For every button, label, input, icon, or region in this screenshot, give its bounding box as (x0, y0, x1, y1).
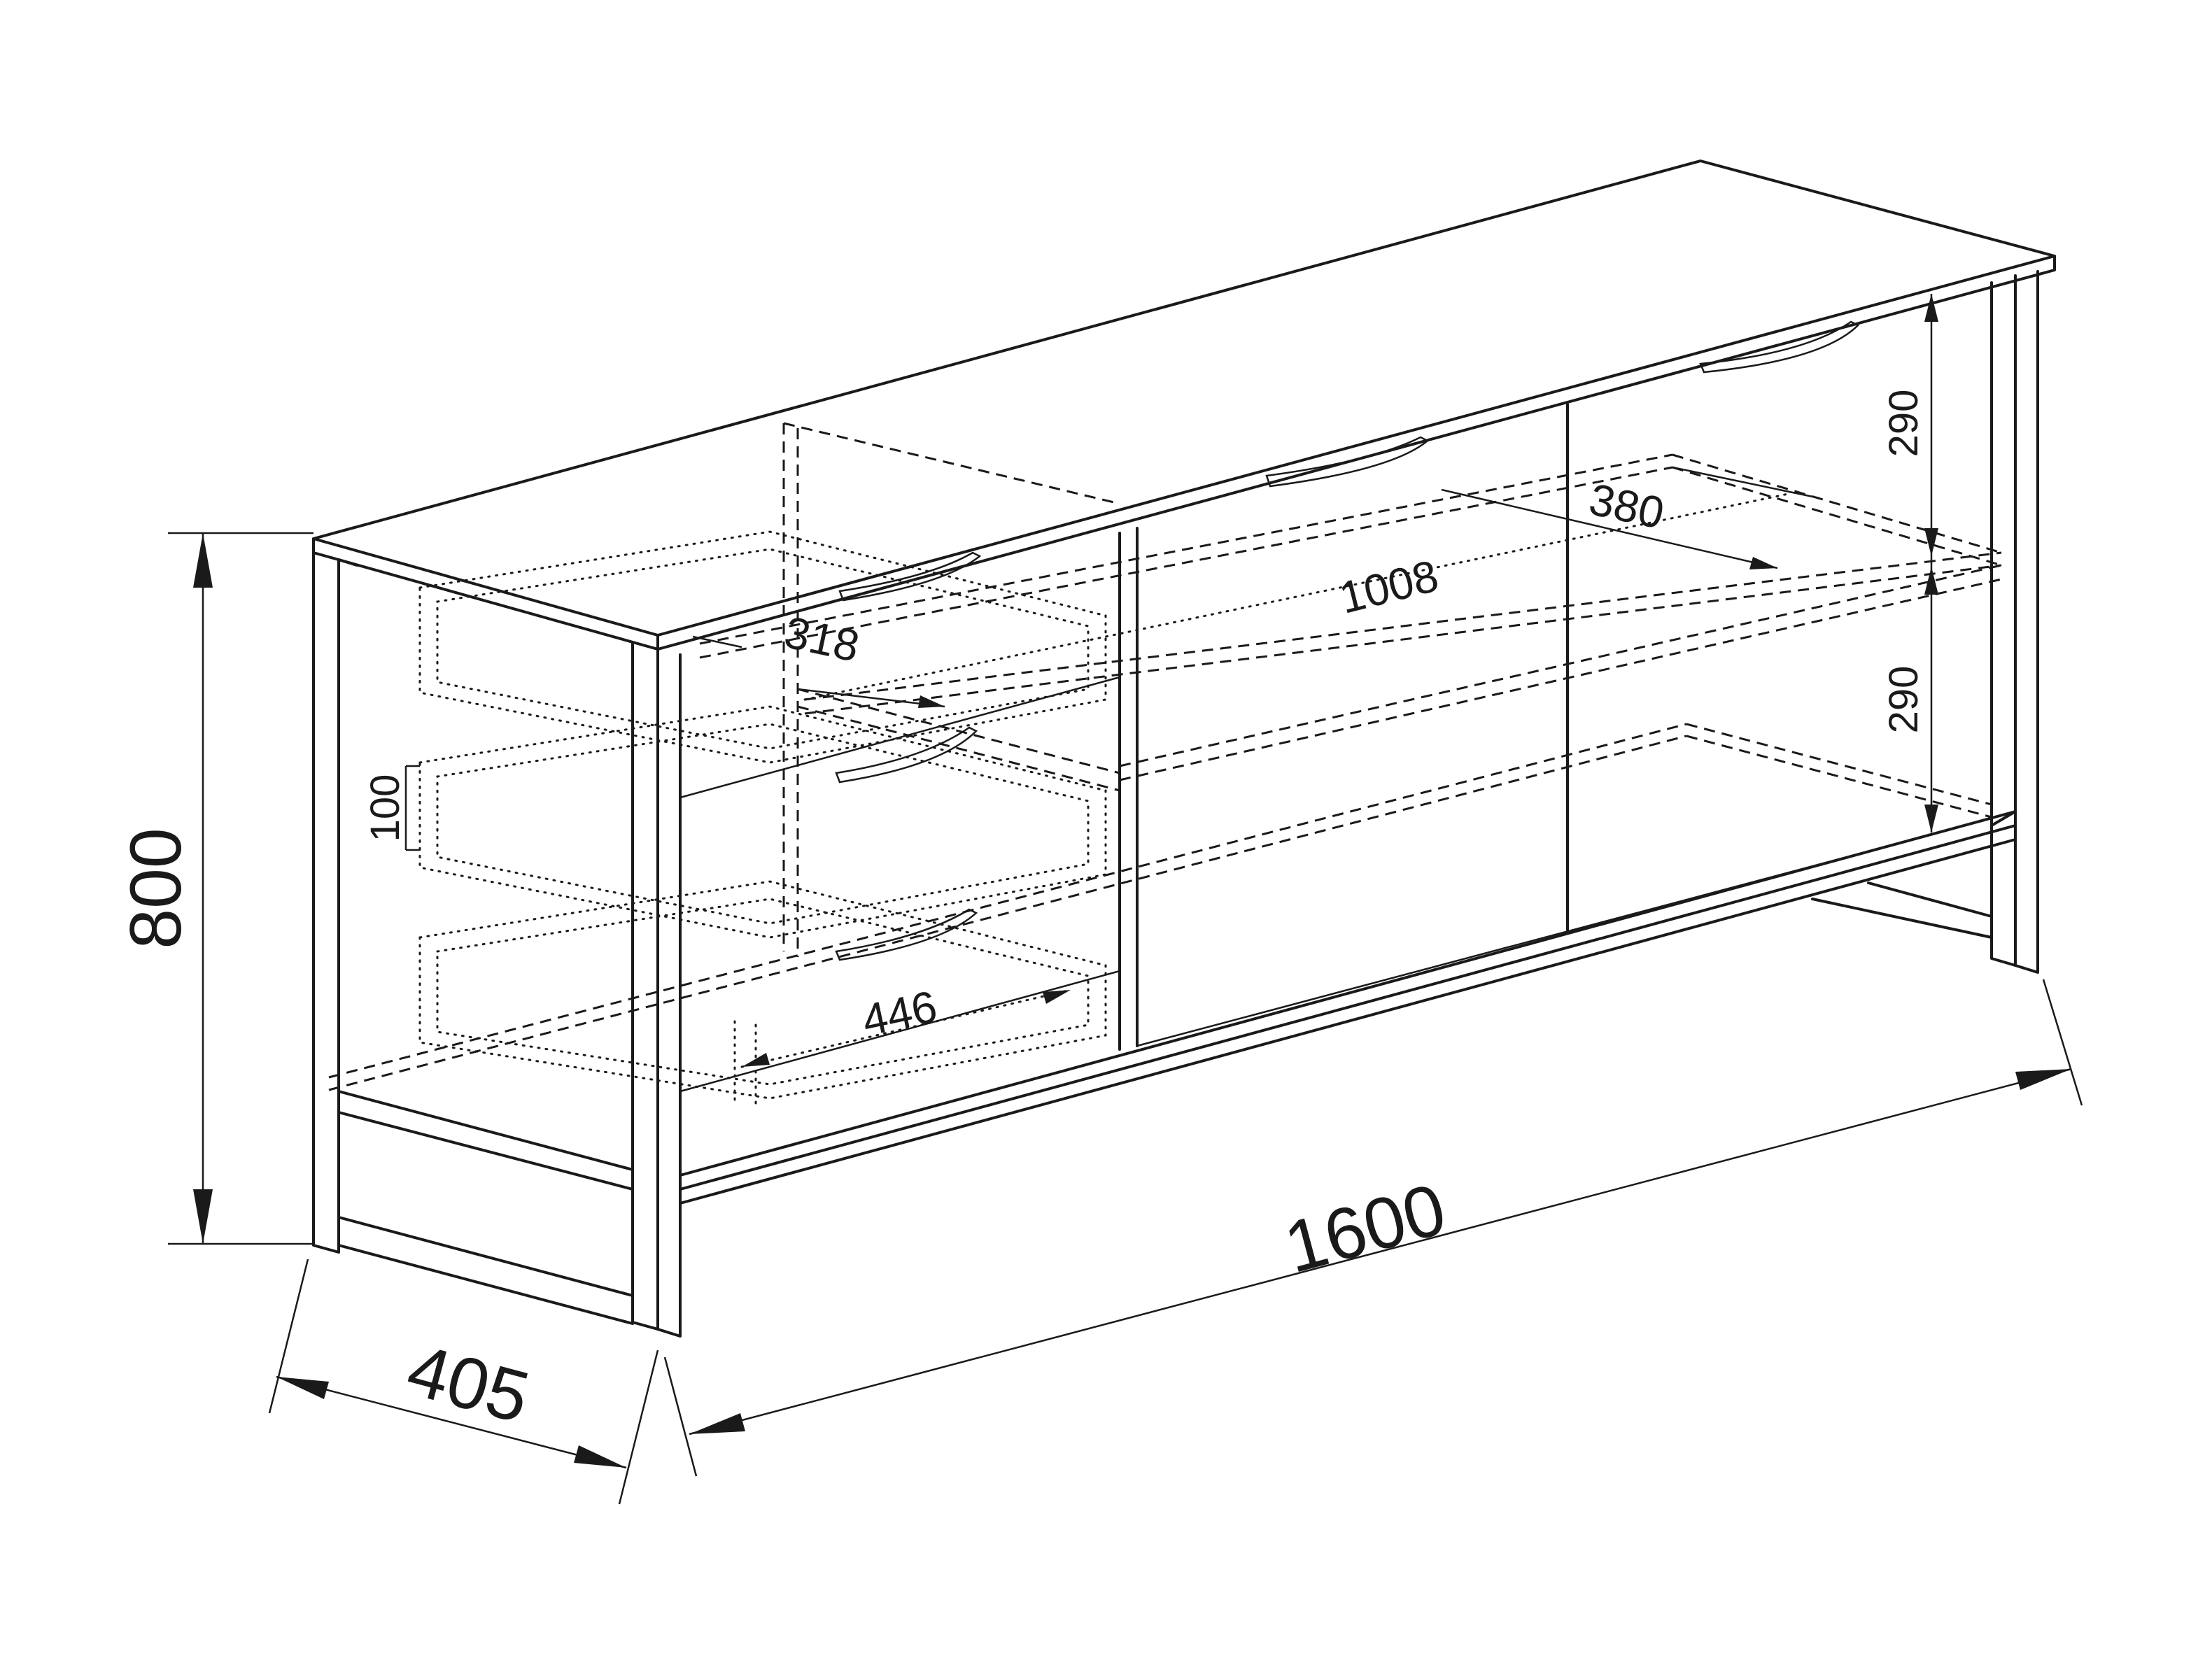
hidden-lines (328, 422, 2002, 1091)
right-frame (1811, 270, 2039, 974)
cabinet-body (312, 160, 2056, 1338)
dim-shelf-depth-label: 380 (1585, 474, 1668, 539)
dim-shelf-upper-label: 290 (1881, 390, 1926, 458)
front-panels (679, 403, 1992, 1191)
drawer-handle-top (838, 551, 982, 602)
dim-compartment-width-label: 1008 (1334, 551, 1444, 623)
left-frame (312, 551, 682, 1338)
dimension-lines (168, 294, 2083, 1505)
dim-depth-label: 405 (399, 1329, 537, 1439)
door-handle-right (1699, 320, 1860, 374)
dim-width-label: 1600 (1276, 1168, 1453, 1289)
dim-height-label: 800 (115, 828, 197, 949)
top-slab (312, 160, 2056, 637)
handles (835, 320, 1860, 961)
drawer-handle-middle (835, 726, 978, 784)
hidden-drawers (418, 530, 1107, 1110)
dim-drawer-width-label: 446 (858, 981, 941, 1046)
dim-drawer-depth-label: 318 (780, 607, 864, 672)
dimension-labels: 800 405 1600 290 290 380 1008 318 100 44… (115, 390, 1926, 1439)
drawer-handle-bottom (835, 908, 978, 961)
dim-drawer-height-label: 100 (362, 774, 408, 842)
dim-shelf-lower-label: 290 (1881, 666, 1926, 734)
door-handle-left (1265, 436, 1430, 488)
